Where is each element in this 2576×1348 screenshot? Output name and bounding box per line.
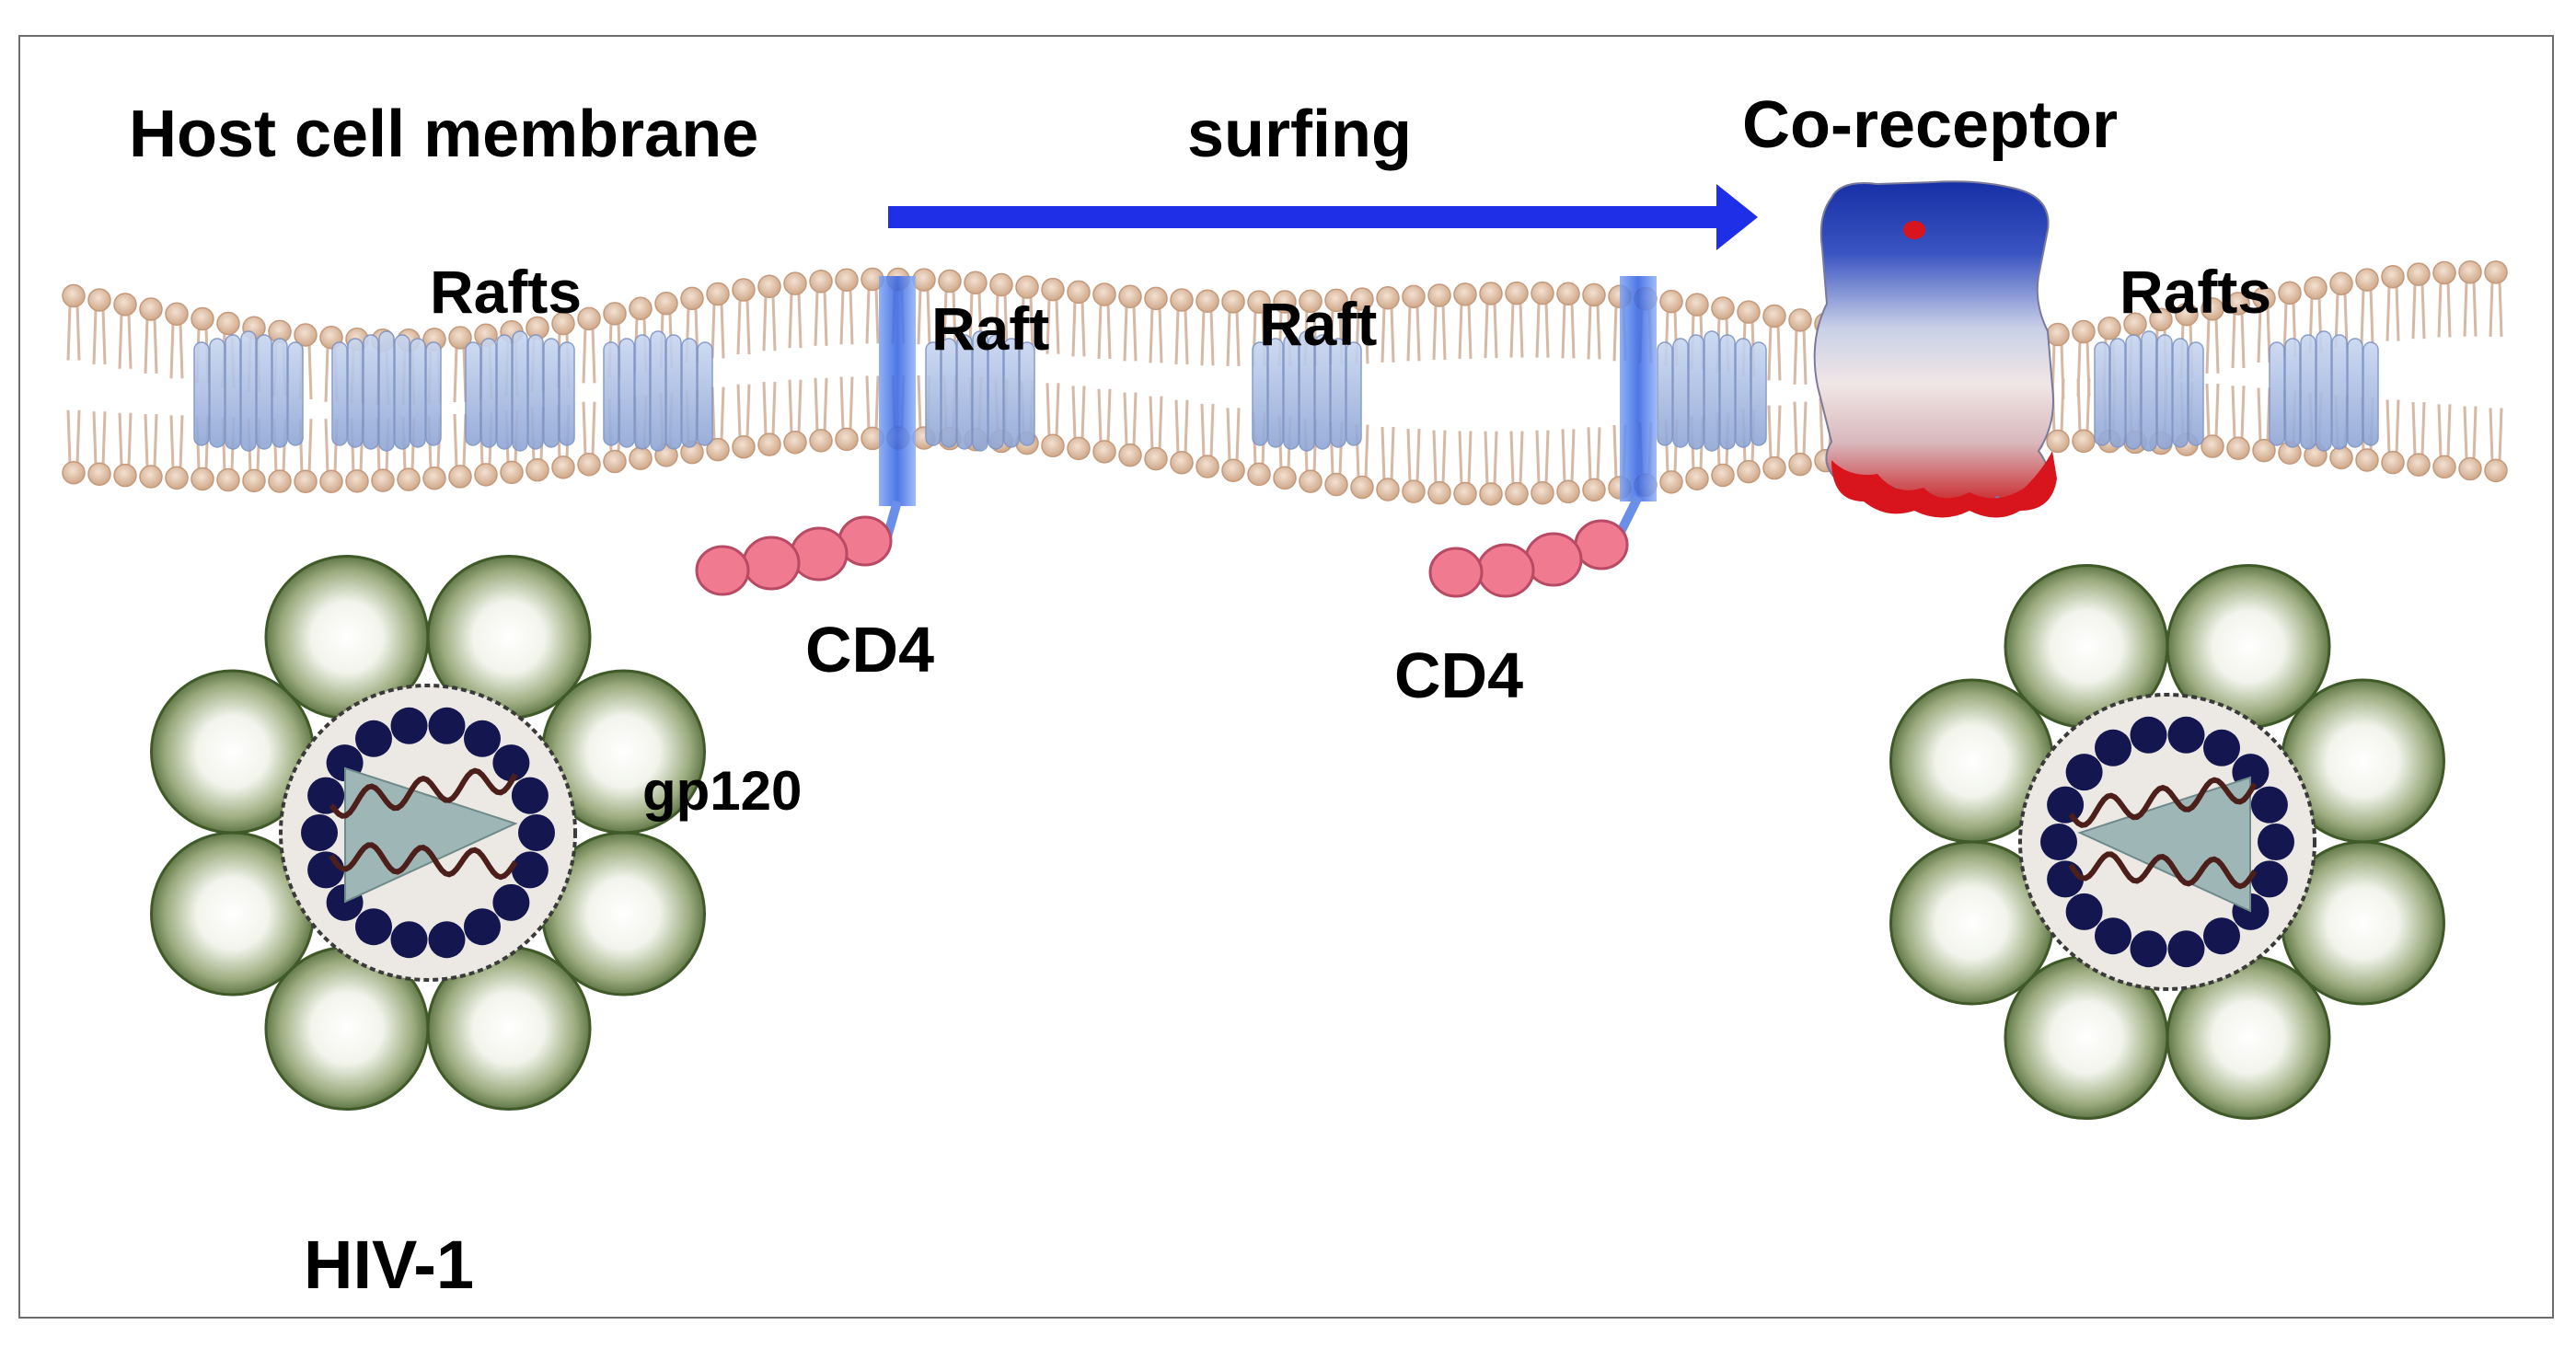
matrix-dot: [390, 707, 428, 744]
matrix-dot: [2130, 716, 2167, 754]
rna-strand: [329, 767, 518, 819]
raft-a-label: Raft: [931, 294, 1049, 363]
coreceptor-protein-icon: [1813, 180, 2057, 518]
matrix-dot: [464, 720, 501, 757]
matrix-dot: [307, 851, 345, 889]
raft-proteins: [193, 330, 2379, 452]
matrix-dot: [2095, 917, 2131, 955]
matrix-dot: [301, 814, 338, 851]
matrix-dot: [2095, 729, 2131, 766]
matrix-dot: [2040, 824, 2077, 860]
matrix-dot: [355, 720, 392, 757]
matrix-dot: [511, 851, 549, 889]
matrix-dot: [390, 921, 428, 959]
matrix-dot: [2258, 824, 2294, 860]
cd4-receptor-icon: [1428, 276, 1657, 598]
raft-protein-icon: [1657, 330, 1767, 452]
raft-protein-icon: [1252, 330, 1362, 452]
cd4-receptor-icon: [695, 276, 916, 596]
matrix-dot: [511, 777, 549, 814]
raft-protein-icon: [603, 330, 713, 452]
matrix-dot: [492, 883, 530, 921]
matrix-dot: [2203, 729, 2240, 766]
arrow-right-icon: [888, 184, 1758, 250]
matrix-dot: [2167, 930, 2205, 968]
gp120-label: gp120: [642, 760, 802, 822]
matrix-dot: [428, 921, 466, 959]
capsid-cone: [2077, 776, 2251, 913]
rafts-right-label: Rafts: [2120, 258, 2271, 326]
cd4-right-label: CD4: [1394, 639, 1523, 711]
rafts-left-label: Rafts: [430, 258, 582, 326]
raft-protein-icon: [465, 330, 575, 452]
raft-protein-icon: [2269, 330, 2379, 452]
rna-strand: [2068, 851, 2258, 890]
matrix-dot: [2047, 786, 2085, 824]
raft-b-label: Raft: [1259, 290, 1377, 358]
matrix-dot: [492, 744, 530, 782]
matrix-dot: [518, 814, 555, 851]
cd4-left-label: CD4: [805, 614, 934, 686]
matrix-dot: [355, 908, 392, 946]
raft-protein-icon: [2094, 330, 2204, 452]
matrix-dot: [464, 908, 501, 946]
matrix-dot: [428, 707, 466, 744]
virus-label: HIV-1: [304, 1227, 474, 1303]
raft-protein-icon: [925, 330, 1035, 452]
matrix-dot: [2047, 860, 2085, 898]
surfing-label: surfing: [1187, 98, 1412, 171]
raft-protein-icon: [193, 330, 304, 452]
matrix-dot: [2065, 893, 2103, 930]
hiv-virion-icon: [1889, 564, 2445, 1120]
matrix-dot: [2065, 754, 2103, 791]
hiv-virion-icon: [150, 555, 706, 1111]
matrix-dot: [2130, 930, 2167, 968]
coreceptor-label: Co-receptor: [1742, 88, 2118, 162]
rna-strand: [2068, 777, 2258, 828]
matrix-dot: [307, 777, 345, 814]
rna-strand: [329, 842, 518, 881]
matrix-dot: [2203, 917, 2240, 955]
matrix-dot: [2250, 860, 2288, 898]
matrix-dot: [2250, 786, 2288, 824]
raft-protein-icon: [331, 330, 442, 452]
matrix-dot: [2167, 716, 2205, 754]
host-membrane-label: Host cell membrane: [129, 98, 758, 171]
